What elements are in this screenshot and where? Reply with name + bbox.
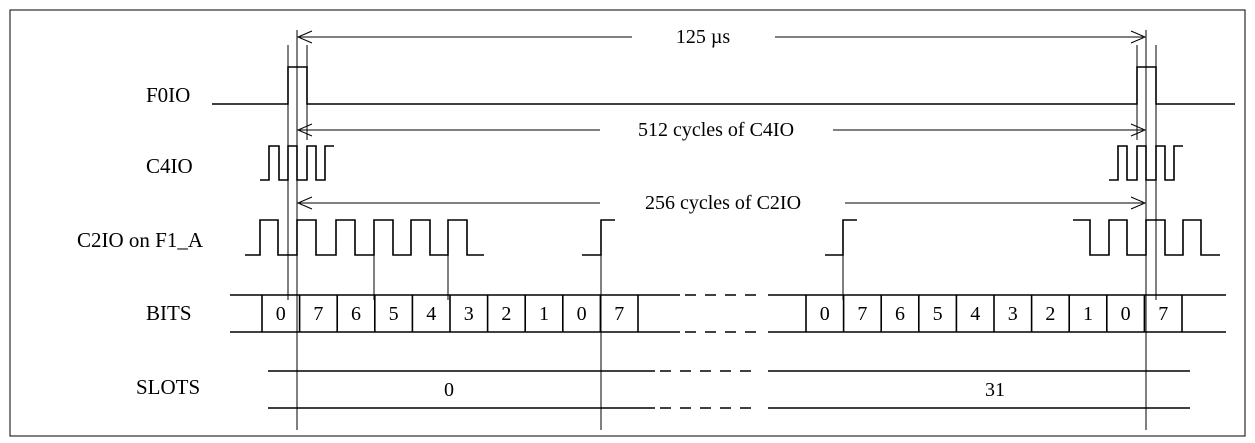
bit-right-2: 6 bbox=[895, 303, 905, 325]
c2-cycles-label: 256 cycles of C2IO bbox=[645, 192, 801, 214]
frame-span-arrow bbox=[296, 30, 1147, 44]
c2io-label: C2IO on F1_A bbox=[77, 228, 204, 252]
bit-right-0: 0 bbox=[820, 303, 830, 325]
bit-right-1: 7 bbox=[857, 303, 867, 325]
slot-31-label: 31 bbox=[985, 379, 1005, 401]
c4io-waveform-right bbox=[1109, 145, 1183, 181]
c4io-label: C4IO bbox=[146, 154, 193, 178]
f0io-waveform bbox=[212, 66, 1235, 105]
c2io-waveform-right bbox=[1073, 219, 1220, 256]
bit-right-5: 3 bbox=[1008, 303, 1018, 325]
c2io-waveform-mid-right bbox=[825, 219, 857, 256]
bits-row-left: 0 7 6 5 4 3 2 1 0 7 bbox=[261, 295, 639, 332]
bit-right-3: 5 bbox=[933, 303, 943, 325]
slots-rails bbox=[268, 370, 1190, 409]
c4-cycles-label: 512 cycles of C4IO bbox=[638, 119, 794, 141]
bit-left-3: 5 bbox=[389, 303, 399, 325]
bits-label: BITS bbox=[146, 301, 192, 325]
bit-left-9: 7 bbox=[614, 303, 624, 325]
bit-left-4: 4 bbox=[426, 303, 436, 325]
diagram-border bbox=[9, 9, 1246, 437]
slot-0-label: 0 bbox=[444, 379, 454, 401]
bit-left-1: 7 bbox=[313, 303, 323, 325]
bit-right-9: 7 bbox=[1158, 303, 1168, 325]
bit-right-8: 0 bbox=[1121, 303, 1131, 325]
slots-label: SLOTS bbox=[136, 375, 200, 399]
c2-cycles-arrow bbox=[296, 196, 1147, 210]
f0io-label: F0IO bbox=[146, 83, 190, 107]
bit-left-7: 1 bbox=[539, 303, 549, 325]
c4-cycles-arrow bbox=[296, 123, 1147, 137]
bit-right-6: 2 bbox=[1045, 303, 1055, 325]
c4io-waveform-left bbox=[260, 145, 334, 181]
bit-right-4: 4 bbox=[970, 303, 980, 325]
bit-right-7: 1 bbox=[1083, 303, 1093, 325]
bits-row-right: 0 7 6 5 4 3 2 1 0 7 bbox=[805, 295, 1183, 332]
c2io-waveform-mid-left bbox=[582, 219, 615, 256]
bit-left-0: 0 bbox=[276, 303, 286, 325]
bit-left-8: 0 bbox=[577, 303, 587, 325]
frame-span-label: 125 µs bbox=[676, 26, 731, 48]
bit-left-6: 2 bbox=[501, 303, 511, 325]
bits-rails bbox=[230, 294, 1226, 333]
bit-left-5: 3 bbox=[464, 303, 474, 325]
bit-left-2: 6 bbox=[351, 303, 361, 325]
c2io-waveform-left bbox=[245, 219, 484, 256]
